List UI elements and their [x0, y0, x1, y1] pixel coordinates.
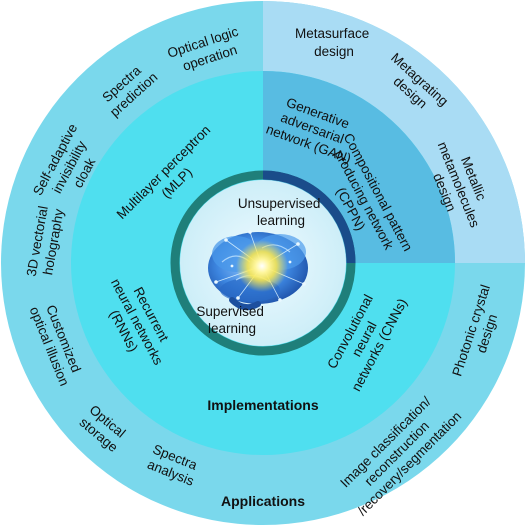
unsupervised-learning-label: Unsupervised learning	[238, 196, 324, 228]
implementations-title: Implementations	[207, 397, 318, 413]
supervised-learning-label: Supervised learning	[196, 304, 267, 336]
applications-title: Applications	[221, 493, 305, 509]
metasurface-design-label: Metasurface design	[295, 26, 373, 59]
brain-icon	[208, 230, 308, 311]
inner-ring-accent-arc	[262, 170, 356, 264]
